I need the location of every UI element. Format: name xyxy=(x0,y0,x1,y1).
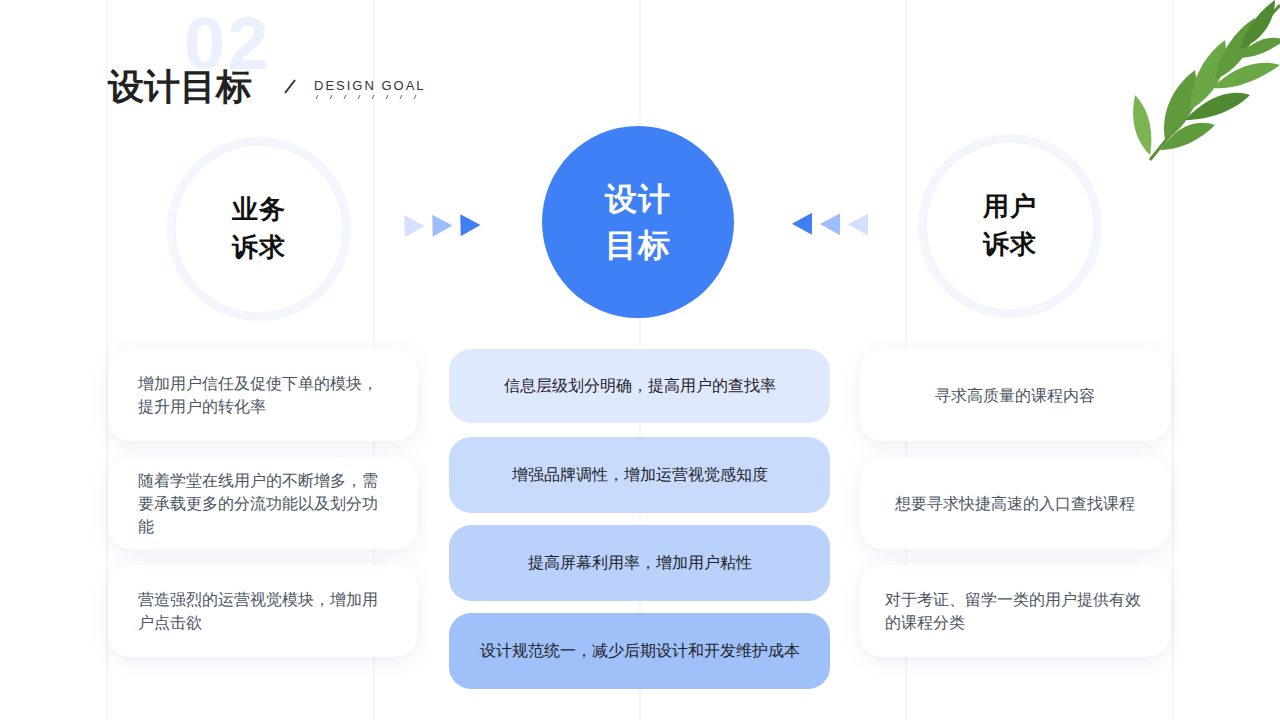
node-text: 设计 目标 xyxy=(600,176,677,269)
demand-box: 寻求高质量的课程内容 xyxy=(860,349,1170,441)
circle-shape xyxy=(926,142,1094,310)
circle-shape xyxy=(542,126,734,318)
goal-box: 增强品牌调性，增加运营视觉感知度 xyxy=(449,437,830,513)
connector-line xyxy=(343,224,542,228)
demand-circle: 用户 诉求 xyxy=(926,142,1094,310)
node-text: 提高屏幕利用率，增加用户粘性 xyxy=(528,553,752,574)
goal-box: 设计规范统一，减少后期设计和开发维护成本 xyxy=(449,613,830,689)
node-text: 想要寻求快捷高速的入口查找课程 xyxy=(895,492,1135,515)
subtitle-label: DESIGN GOAL xyxy=(314,78,426,94)
node-text: 营造强烈的运营视觉模块，增加用户点击欲 xyxy=(138,588,392,634)
demand-box: 随着学堂在线用户的不断增多，需要承载更多的分流功能以及划分功能 xyxy=(108,457,418,549)
demand-box: 营造强烈的运营视觉模块，增加用户点击欲 xyxy=(108,565,418,657)
node-text: 业务 诉求 xyxy=(228,191,290,266)
arrow-head xyxy=(820,213,840,235)
demand-box: 想要寻求快捷高速的入口查找课程 xyxy=(860,457,1170,549)
node-text: 增加用户信任及促使下单的模块，提升用户的转化率 xyxy=(138,372,392,418)
slide-title: 设计目标 xyxy=(108,64,252,110)
arrow-head xyxy=(848,213,868,235)
node-text: 随着学堂在线用户的不断增多，需要承载更多的分流功能以及划分功能 xyxy=(138,469,392,538)
connector-line xyxy=(734,223,926,225)
node-text: 增强品牌调性，增加运营视觉感知度 xyxy=(512,465,768,486)
triangle-connector xyxy=(343,214,542,237)
demand-circle: 业务 诉求 xyxy=(175,145,343,313)
node-text: 寻求高质量的课程内容 xyxy=(935,384,1095,407)
demand-box: 增加用户信任及促使下单的模块，提升用户的转化率 xyxy=(108,349,418,441)
demand-box: 对于考证、留学一类的用户提供有效的课程分类 xyxy=(860,565,1170,657)
arrow-head xyxy=(404,215,424,237)
leaf-illustration xyxy=(1133,0,1280,160)
node-text: 信息层级划分明确，提高用户的查找率 xyxy=(504,376,776,397)
circle-shape xyxy=(175,145,343,313)
arrow-head xyxy=(460,214,480,236)
node-text: 用户 诉求 xyxy=(979,188,1041,263)
triangle-connector xyxy=(734,213,926,236)
goal-circle: 设计 目标 xyxy=(542,126,734,318)
arrow-head xyxy=(792,213,812,235)
arrow-head xyxy=(432,215,452,237)
node-text: 对于考证、留学一类的用户提供有效的课程分类 xyxy=(885,588,1145,634)
node-text: 设计规范统一，减少后期设计和开发维护成本 xyxy=(480,641,800,662)
goal-box: 信息层级划分明确，提高用户的查找率 xyxy=(449,349,830,423)
goal-box: 提高屏幕利用率，增加用户粘性 xyxy=(449,525,830,601)
